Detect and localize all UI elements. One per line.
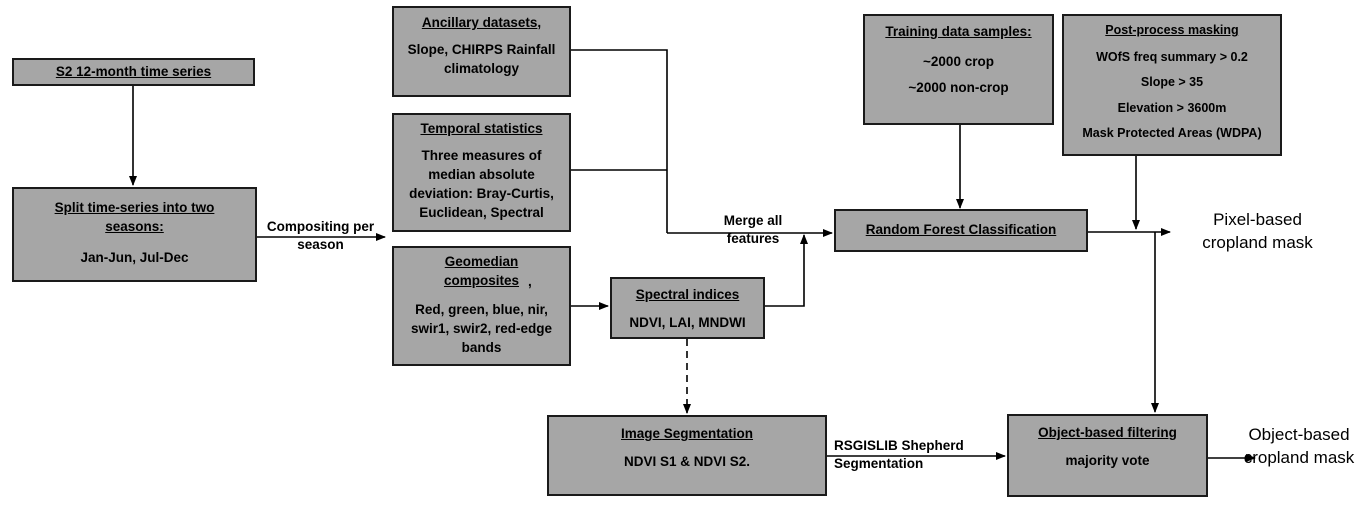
box-title: Object-based filtering	[1038, 425, 1177, 440]
box-random-forest: Random Forest Classification	[834, 209, 1088, 252]
arrow-spectral-to-merge	[765, 234, 808, 307]
box-line: Jan-Jun, Jul-Dec	[80, 249, 189, 265]
box-title: S2 12-month time series	[55, 63, 212, 79]
box-line: Red, green, blue, nir,	[415, 301, 548, 317]
box-ancillary-datasets: Ancillary datasets, Slope, CHIRPS Rainfa…	[392, 6, 571, 97]
box-title: Post-process masking	[1105, 23, 1239, 37]
box-line: Mask Protected Areas (WDPA)	[1082, 126, 1262, 140]
box-line: Euclidean, Spectral	[419, 204, 544, 220]
box-line: bands	[461, 339, 502, 355]
output-pixel-mask: Pixel-based cropland mask	[1202, 210, 1313, 252]
box-line: majority vote	[1065, 452, 1150, 468]
box-title: Spectral indices	[635, 287, 740, 302]
label-merge-features: Merge all features	[723, 213, 783, 246]
box-line: Elevation > 3600m	[1117, 100, 1227, 115]
box-split-seasons: Split time-series into two seasons: Jan-…	[12, 187, 257, 282]
box-line: swir1, swir2, red-edge	[410, 320, 553, 336]
box-line: Three measures of	[421, 147, 542, 163]
label-compositing: Compositing per season	[266, 219, 375, 252]
box-title: Geomedian composites	[443, 254, 520, 288]
box-object-filtering: Object-based filtering majority vote	[1007, 414, 1208, 497]
box-title: Temporal statistics	[420, 121, 543, 136]
box-training-samples: Training data samples: ~2000 crop ~2000 …	[863, 14, 1054, 125]
box-title: Training data samples:	[885, 24, 1032, 39]
box-line: climatology	[443, 60, 519, 76]
box-line: Slope, CHIRPS Rainfall	[407, 41, 556, 57]
box-post-process-masking: Post-process masking WOfS freq summary >…	[1062, 14, 1282, 156]
box-line: NDVI, LAI, MNDWI	[629, 314, 746, 330]
box-image-segmentation: Image Segmentation NDVI S1 & NDVI S2.	[547, 415, 827, 496]
box-title-suffix: ,	[528, 274, 532, 289]
box-spectral-indices: Spectral indices NDVI, LAI, MNDWI	[610, 277, 765, 339]
label-shepherd: RSGISLIB Shepherd Segmentation	[834, 438, 964, 471]
box-line: ~2000 non-crop	[908, 79, 1009, 95]
box-geomedian-composites: Geomedian composites , Red, green, blue,…	[392, 246, 571, 366]
box-line: median absolute	[428, 166, 535, 182]
output-object-mask: Object-based cropland mask	[1243, 425, 1355, 467]
box-s2-time-series: S2 12-month time series	[12, 58, 255, 86]
box-line: deviation: Bray-Curtis,	[409, 185, 554, 201]
box-title-suffix: ,	[537, 15, 542, 30]
box-title: Image Segmentation	[620, 426, 754, 441]
box-line: ~2000 crop	[923, 53, 994, 69]
box-line: WOfS freq summary > 0.2	[1096, 49, 1248, 64]
box-title: Random Forest Classification	[865, 222, 1057, 238]
box-line: NDVI S1 & NDVI S2.	[623, 453, 751, 469]
box-line: Slope > 35	[1140, 75, 1204, 89]
box-temporal-statistics: Temporal statistics Three measures of me…	[392, 113, 571, 232]
line-ancillary-to-merge	[571, 49, 668, 233]
box-title: Ancillary datasets	[421, 15, 538, 30]
box-title: Split time-series into two seasons:	[54, 200, 215, 234]
